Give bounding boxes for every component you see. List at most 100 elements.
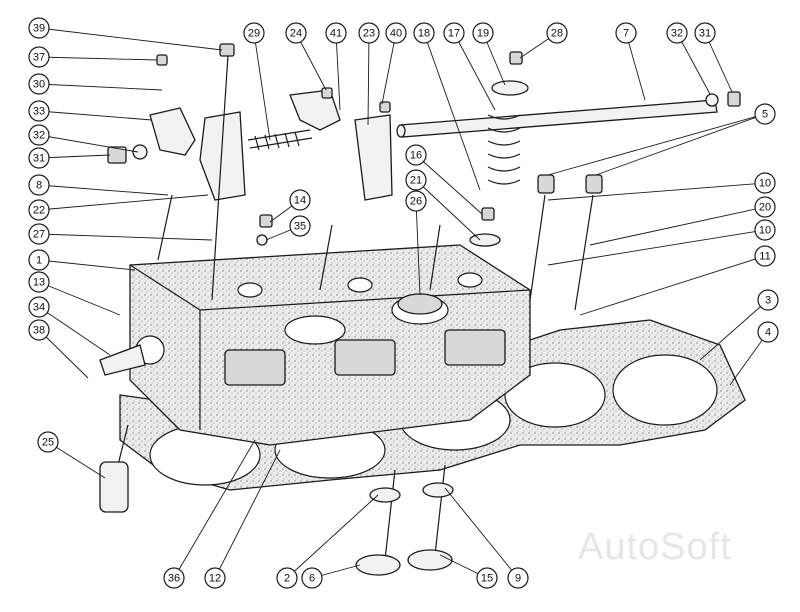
callout-21: 21: [405, 169, 427, 191]
callout-27: 27: [28, 223, 50, 245]
callout-circle: [615, 22, 637, 44]
callout-circle: [385, 22, 407, 44]
callout-37: 37: [28, 46, 50, 68]
callout-circle: [325, 22, 347, 44]
callout-6: 6: [301, 567, 323, 589]
callout-10: 10: [754, 219, 776, 241]
callout-number: 40: [390, 28, 402, 40]
callout-circle: [301, 567, 323, 589]
callout-number: 33: [33, 106, 45, 118]
callout-number: 3: [765, 295, 771, 307]
callout-circle: [413, 22, 435, 44]
callout-number: 21: [410, 175, 422, 187]
callout-number: 7: [623, 28, 629, 40]
callout-number: 10: [759, 178, 771, 190]
callout-circle: [37, 431, 59, 453]
callout-19: 19: [472, 22, 494, 44]
callout-circle: [28, 174, 50, 196]
callout-7: 7: [615, 22, 637, 44]
callout-number: 14: [294, 195, 306, 207]
callout-1: 1: [28, 249, 50, 271]
callout-number: 34: [33, 302, 45, 314]
callout-circle: [405, 169, 427, 191]
callout-number: 29: [248, 28, 260, 40]
callout-circle: [28, 199, 50, 221]
callout-29: 29: [243, 22, 265, 44]
callout-32: 32: [28, 124, 50, 146]
callout-number: 16: [410, 150, 422, 162]
callout-circle: [754, 103, 776, 125]
callout-number: 30: [33, 79, 45, 91]
callout-16: 16: [405, 144, 427, 166]
callout-circle: [28, 46, 50, 68]
callout-circle: [754, 172, 776, 194]
callout-10: 10: [754, 172, 776, 194]
callout-number: 27: [33, 229, 45, 241]
callout-circle: [276, 567, 298, 589]
callout-39: 39: [28, 17, 50, 39]
callout-circle: [289, 189, 311, 211]
callout-circle: [28, 271, 50, 293]
callout-32: 32: [666, 22, 688, 44]
callout-25: 25: [37, 431, 59, 453]
callout-circle: [28, 73, 50, 95]
callout-35: 35: [289, 215, 311, 237]
callout-number: 26: [410, 196, 422, 208]
callout-number: 17: [448, 28, 460, 40]
callout-13: 13: [28, 271, 50, 293]
callout-31: 31: [694, 22, 716, 44]
rocker-arm-assembly: [149, 89, 393, 201]
callout-9: 9: [507, 567, 529, 589]
callout-40: 40: [385, 22, 407, 44]
callout-circle: [754, 245, 776, 267]
callout-3: 3: [757, 289, 779, 311]
callout-circle: [289, 215, 311, 237]
callout-circle: [757, 321, 779, 343]
callout-number: 31: [699, 28, 711, 40]
callout-22: 22: [28, 199, 50, 221]
callout-number: 9: [515, 573, 521, 585]
callout-circle: [204, 567, 226, 589]
callout-17: 17: [443, 22, 465, 44]
callout-circle: [754, 219, 776, 241]
callout-number: 41: [330, 28, 342, 40]
callout-number: 2: [284, 573, 290, 585]
callout-33: 33: [28, 100, 50, 122]
callout-number: 32: [33, 130, 45, 142]
callout-30: 30: [28, 73, 50, 95]
leader-lines: [38, 27, 769, 579]
callout-number: 19: [477, 28, 489, 40]
callout-41: 41: [325, 22, 347, 44]
callout-number: 39: [33, 23, 45, 35]
callout-circle: [285, 22, 307, 44]
rocker-shaft: [396, 99, 718, 138]
callout-number: 35: [294, 221, 306, 233]
callout-circle: [243, 22, 265, 44]
callout-11: 11: [754, 245, 776, 267]
callout-circle: [476, 567, 498, 589]
callout-number: 23: [363, 28, 375, 40]
callout-23: 23: [358, 22, 380, 44]
callout-28: 28: [546, 22, 568, 44]
callout-circle: [757, 289, 779, 311]
callout-number: 10: [759, 225, 771, 237]
callout-24: 24: [285, 22, 307, 44]
callout-38: 38: [28, 319, 50, 341]
callout-circle: [28, 17, 50, 39]
callout-circle: [666, 22, 688, 44]
callout-number: 38: [33, 325, 45, 337]
valves: [355, 464, 454, 576]
callout-circle: [28, 319, 50, 341]
callout-number: 8: [36, 180, 42, 192]
callout-number: 12: [209, 573, 221, 585]
watermark-text: AutoSoft: [578, 526, 732, 568]
callout-number: 13: [33, 277, 45, 289]
callout-number: 6: [309, 573, 315, 585]
callout-number: 37: [33, 52, 45, 64]
callout-18: 18: [413, 22, 435, 44]
callout-14: 14: [289, 189, 311, 211]
callout-34: 34: [28, 296, 50, 318]
callout-15: 15: [476, 567, 498, 589]
